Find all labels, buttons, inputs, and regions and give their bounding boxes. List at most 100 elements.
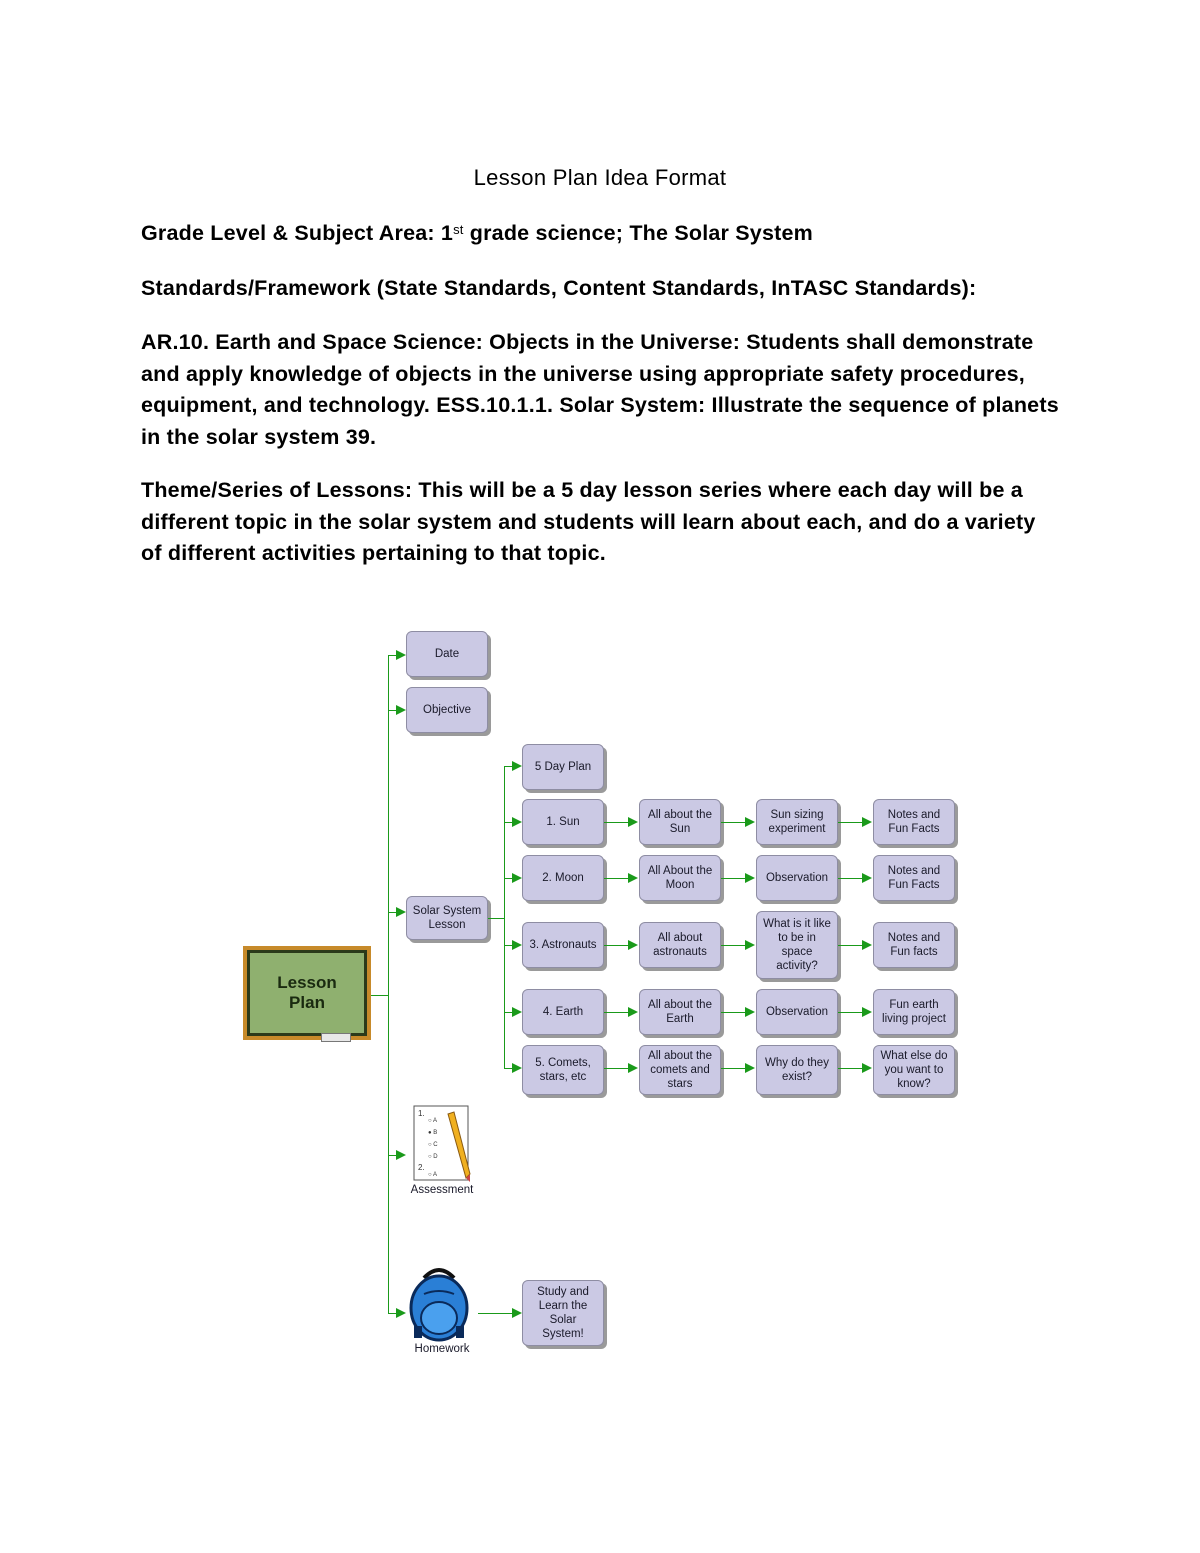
connector (504, 878, 512, 879)
day-step-node: All about the Sun (639, 799, 721, 845)
day-step-node: All about astronauts (639, 922, 721, 968)
connector (604, 945, 628, 946)
connector (504, 1012, 512, 1013)
connector (388, 710, 396, 711)
standards-heading: Standards/Framework (State Standards, Co… (141, 276, 977, 300)
arrow-icon (396, 1308, 406, 1318)
svg-text:○ C: ○ C (428, 1142, 438, 1148)
connector (388, 655, 396, 656)
day-step-node: Notes and Fun facts (873, 922, 955, 968)
connector (504, 766, 505, 1068)
arrow-icon (512, 873, 522, 883)
arrow-icon (396, 650, 406, 660)
connector (388, 1313, 396, 1314)
standards-text: AR.10. Earth and Space Science: Objects … (141, 330, 1059, 449)
svg-text:● B: ● B (428, 1130, 437, 1136)
arrow-icon (512, 1308, 522, 1318)
connector (721, 1068, 745, 1069)
day-step-node: Notes and Fun Facts (873, 799, 955, 845)
day-step-node: Why do they exist? (756, 1045, 838, 1095)
arrow-icon (745, 817, 755, 827)
connector (388, 655, 389, 1314)
connector (388, 912, 396, 913)
arrow-icon (512, 1063, 522, 1073)
connector (604, 822, 628, 823)
arrow-icon (512, 761, 522, 771)
arrow-icon (512, 817, 522, 827)
connector (488, 918, 504, 919)
arrow-icon (862, 873, 872, 883)
arrow-icon (862, 1007, 872, 1017)
arrow-icon (628, 1007, 638, 1017)
connector (504, 766, 512, 767)
arrow-icon (396, 907, 406, 917)
day-step-node: Observation (756, 989, 838, 1035)
day-step-node: What else do you want to know? (873, 1045, 955, 1095)
connector (721, 945, 745, 946)
day-topic-node: 3. Astronauts (522, 922, 604, 968)
arrow-icon (862, 817, 872, 827)
svg-text:○ A: ○ A (428, 1118, 437, 1124)
day-topic-node: 4. Earth (522, 989, 604, 1035)
day-topic-node: 1. Sun (522, 799, 604, 845)
arrow-icon (628, 940, 638, 950)
day-step-node: Observation (756, 855, 838, 901)
arrow-icon (396, 705, 406, 715)
homework-task-node: Study and Learn the Solar System! (522, 1280, 604, 1346)
arrow-icon (745, 1007, 755, 1017)
connector (721, 878, 745, 879)
svg-text:○ D: ○ D (428, 1154, 438, 1160)
day-step-node: All about the Earth (639, 989, 721, 1035)
arrow-icon (512, 1007, 522, 1017)
connector (838, 878, 862, 879)
svg-text:○ A: ○ A (428, 1172, 437, 1178)
arrow-icon (628, 873, 638, 883)
arrow-icon (628, 1063, 638, 1073)
day-topic-node: 5. Comets, stars, etc (522, 1045, 604, 1095)
connector (721, 1012, 745, 1013)
test-paper-pencil-icon: 1. ○ A ● B ○ C ○ D 2. ○ A (413, 1105, 471, 1182)
grade-ordinal: st (453, 222, 464, 237)
arrow-icon (862, 1063, 872, 1073)
arrow-icon (628, 817, 638, 827)
svg-text:2.: 2. (418, 1163, 425, 1172)
connector (604, 1068, 628, 1069)
connector (604, 878, 628, 879)
day-step-node: What is it like to be in space activity? (756, 911, 838, 979)
connector (721, 822, 745, 823)
backpack-icon (409, 1268, 469, 1342)
document-title: Lesson Plan Idea Format (473, 165, 727, 190)
arrow-icon (745, 873, 755, 883)
day-topic-node: 2. Moon (522, 855, 604, 901)
connector (838, 822, 862, 823)
grade-subject: grade science; The Solar System (463, 221, 813, 245)
connector (504, 945, 512, 946)
arrow-icon (512, 940, 522, 950)
connector (504, 1068, 512, 1069)
solar-system-lesson-node: Solar System Lesson (406, 896, 488, 940)
connector (504, 822, 512, 823)
day-step-node: Fun earth living project (873, 989, 955, 1035)
connector (838, 1068, 862, 1069)
arrow-icon (396, 1150, 406, 1160)
day-step-node: All about the comets and stars (639, 1045, 721, 1095)
connector (604, 1012, 628, 1013)
day-step-node: Sun sizing experiment (756, 799, 838, 845)
eraser-icon (321, 1033, 351, 1042)
assessment-label: Assessment (410, 1184, 474, 1196)
day-step-node: All About the Moon (639, 855, 721, 901)
grade-level-line: Grade Level & Subject Area: 1st grade sc… (141, 218, 1059, 250)
objective-node: Objective (406, 687, 488, 733)
arrow-icon (745, 1063, 755, 1073)
grade-label: Grade Level & Subject Area: 1 (141, 221, 454, 245)
connector (838, 1012, 862, 1013)
connector (388, 1155, 396, 1156)
homework-label: Homework (414, 1343, 470, 1355)
arrow-icon (745, 940, 755, 950)
connector (371, 995, 388, 996)
arrow-icon (862, 940, 872, 950)
day-step-node: Notes and Fun Facts (873, 855, 955, 901)
date-node: Date (406, 631, 488, 677)
connector (838, 945, 862, 946)
